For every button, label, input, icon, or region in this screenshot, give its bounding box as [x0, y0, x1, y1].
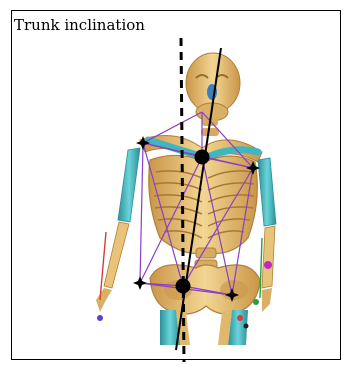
left-hand-marker	[97, 315, 103, 321]
left-arm	[96, 148, 140, 321]
skull	[186, 53, 240, 121]
right-knee-marker	[237, 315, 243, 321]
upper-trunk-joint	[195, 150, 210, 165]
right-elbow-marker	[264, 261, 272, 269]
figure-title: Trunk inclination	[14, 16, 145, 34]
left-hip-star-marker-icon	[133, 276, 147, 290]
right-wrist-marker	[253, 299, 259, 305]
right-forearm-link	[260, 238, 262, 298]
pelvis	[150, 265, 260, 314]
lower-trunk-joint	[176, 279, 191, 294]
right-knee-marker-2	[244, 324, 249, 329]
thighs	[160, 310, 248, 345]
